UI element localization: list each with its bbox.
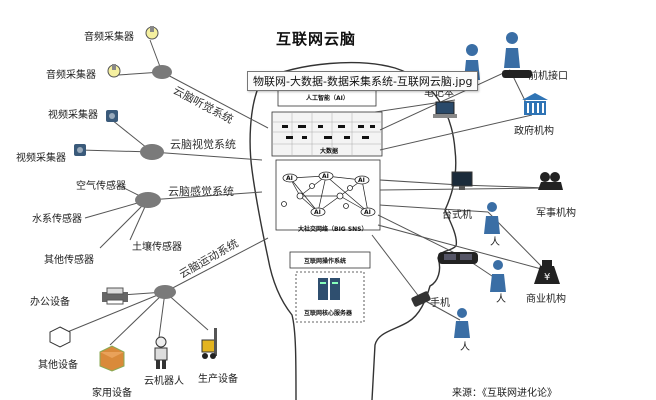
layer-os-label: 互联网操作系统 [304,258,347,265]
head-back [249,79,297,400]
label-other-device: 其他设备 [38,360,78,371]
ai-node-label: AI [322,173,329,180]
ai-node-label: AI [314,209,321,216]
layer-bigdata-label: 大数据 [320,148,339,155]
label-video-1: 视频采集器 [48,110,98,121]
branch-sensing: 云脑感觉系统 [168,185,234,198]
label-phone: 手机 [430,298,450,309]
label-cloud-robot: 云机器人 [144,376,184,387]
svg-text:¥: ¥ [544,272,550,283]
label-production-device: 生产设备 [198,374,238,385]
microphone-icon [145,26,159,40]
hub-sensing [135,192,161,208]
server-icon [318,278,340,300]
layer-sns-box [275,159,381,231]
layer-sns-label: 大社交网络（BIG SNS） [298,226,368,233]
label-desktop: 台式机 [442,210,472,221]
layer-server-label: 互联网核心服务器 [304,310,353,317]
person-icon [490,260,506,292]
figure-title: 互联网云脑 [276,30,357,48]
person-icon [504,32,520,68]
label-water-sensor: 水系传感器 [32,214,82,225]
hub-motion [154,285,176,299]
military-icon [538,172,563,190]
label-audio-2: 音频采集器 [46,70,96,81]
label-frontend-interface: 前机接口 [528,71,568,82]
box-icon [99,345,125,372]
layer-ai-label: 人工智能（AI） [306,95,349,102]
source-caption: 来源：《互联网进化论》 [452,388,557,399]
branch-vision: 云脑视觉系统 [170,138,236,151]
brain-layers [271,87,383,323]
hexagon-icon [49,326,71,348]
laptop-icon [433,101,457,118]
layer-bigdata-box [271,111,383,157]
vr-glasses-icon [438,252,478,264]
label-home-device: 家用设备 [92,388,132,399]
person-icon [484,202,500,234]
label-person: 人 [490,237,500,248]
label-business: 商业机构 [526,294,566,305]
ai-node-label: AI [286,175,293,182]
left-connections [59,39,269,346]
label-other-sensor: 其他传感器 [44,255,94,266]
label-video-2: 视频采集器 [16,153,66,164]
printer-icon [102,287,128,305]
label-air-sensor: 空气传感器 [76,181,126,192]
camera-icon [74,144,86,156]
label-military: 军事机构 [536,208,576,219]
forklift-icon [201,328,217,359]
image-tooltip: 物联网-大数据-数据采集系统-互联网云脑.jpg [247,71,479,91]
layer-server-box [295,271,365,323]
phone-icon [411,291,431,307]
microphone-icon [107,64,121,78]
ai-node-label: AI [364,209,371,216]
robot-icon [154,336,168,369]
ai-node-label: AI [358,177,365,184]
hub-vision [140,144,164,160]
camera-icon [106,110,118,122]
label-government: 政府机构 [514,126,554,137]
person-icon [454,308,470,338]
layer-os-box [289,251,371,269]
hub-hearing [152,65,172,79]
government-building-icon [522,93,548,115]
head-outline [261,61,458,400]
vr-glasses-icon [502,70,532,78]
label-laptop: 笔记本 [424,88,454,99]
label-soil-sensor: 土壤传感器 [132,242,182,253]
label-person: 人 [460,342,470,353]
label-audio-1: 音频采集器 [84,32,134,43]
money-bag-icon: ¥ [534,260,560,284]
label-person: 人 [496,294,506,305]
label-office-device: 办公设备 [30,297,70,308]
desktop-icon [451,171,473,190]
